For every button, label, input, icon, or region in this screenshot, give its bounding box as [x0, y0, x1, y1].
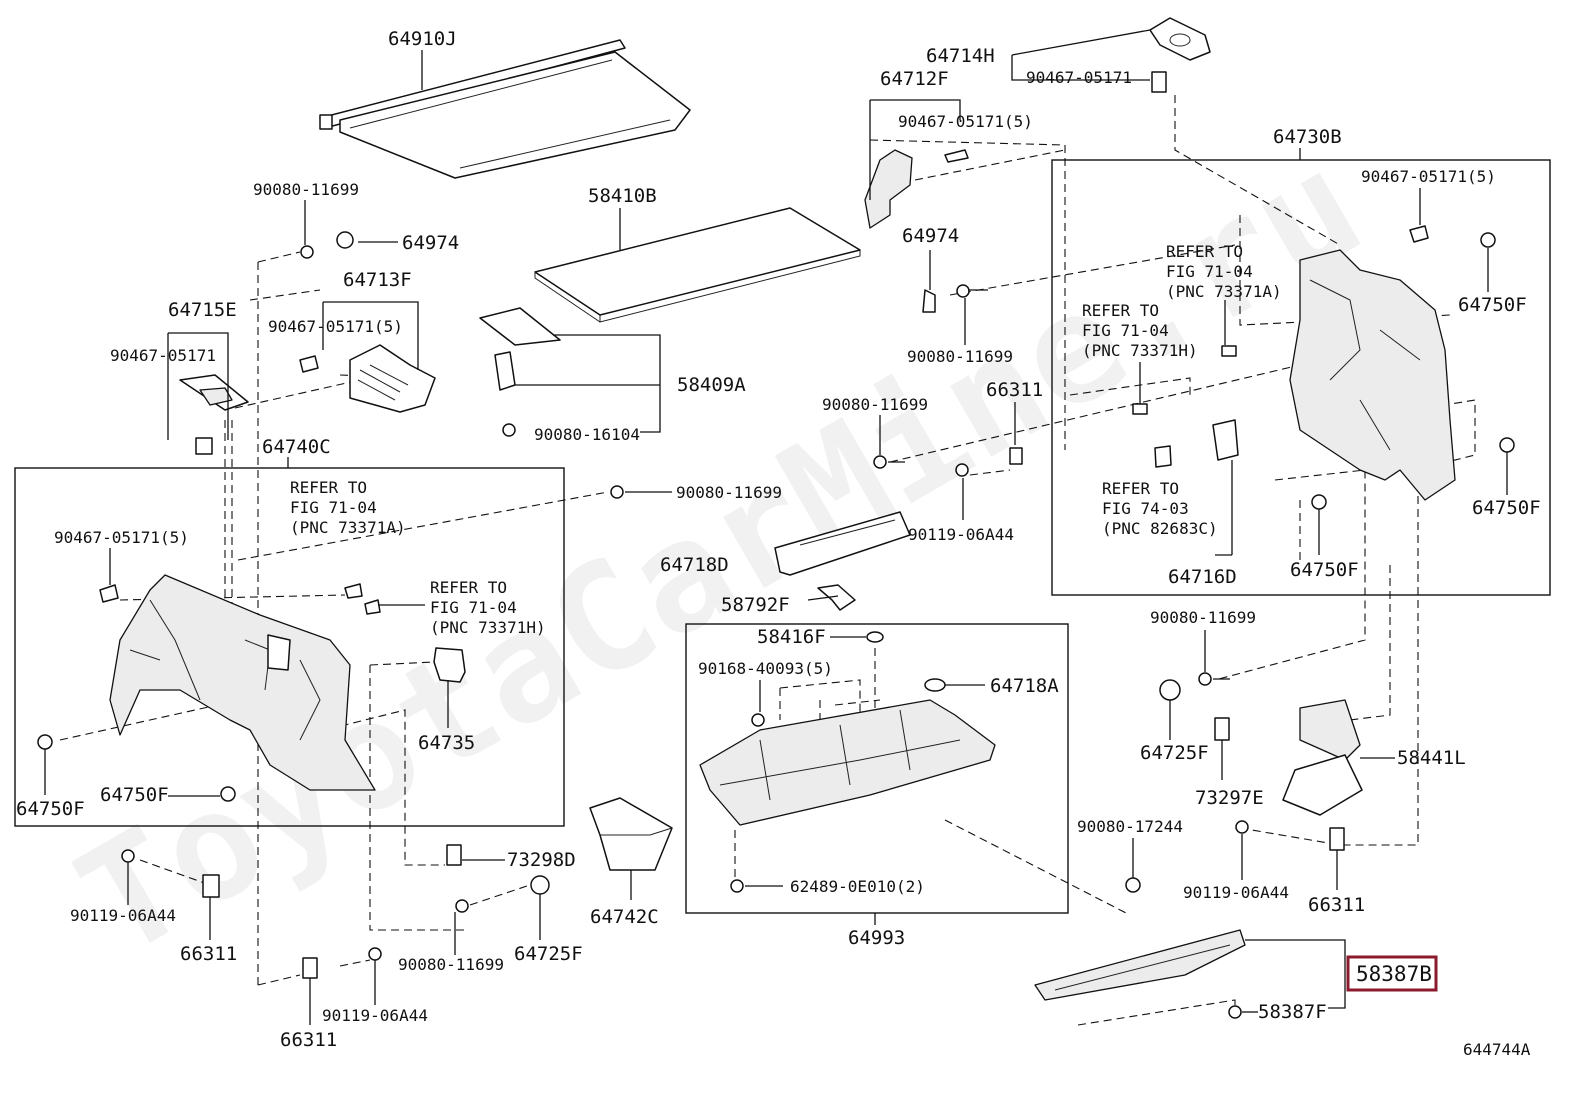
refer-b-line2: FIG 71-04: [430, 598, 517, 617]
label-58409A: 58409A: [677, 374, 746, 396]
label-90467-05171-a: 90467-05171: [110, 346, 216, 365]
label-90467-05171-5-c: 90467-05171(5): [898, 112, 1033, 131]
label-64713F: 64713F: [343, 269, 412, 291]
label-64725F-a: 64725F: [514, 943, 583, 965]
refer-c-line1: REFER TO: [1166, 242, 1243, 261]
duct-64718D: [774, 511, 911, 576]
refer-a-line3: (PNC 73371A): [290, 518, 406, 537]
refer-e-line2: FIG 74-03: [1102, 499, 1189, 518]
refer-a-line1: REFER TO: [290, 478, 367, 497]
fasteners: [37, 149, 1515, 1019]
label-58387F: 58387F: [1258, 1001, 1327, 1023]
tonneau-cover-64910J: [319, 39, 691, 179]
refer-d-line2: FIG 71-04: [1082, 321, 1169, 340]
label-64716D: 64716D: [1168, 566, 1237, 588]
label-64974-a: 64974: [402, 232, 459, 254]
label-90080-11699-d: 90080-11699: [907, 347, 1013, 366]
clip-58792F: [817, 584, 856, 611]
diagram-id: 644744A: [1463, 1040, 1531, 1059]
label-73298D: 73298D: [507, 849, 576, 871]
panel-64713F: [349, 344, 436, 413]
label-64714H: 64714H: [926, 45, 995, 67]
assembly-box-64730B: [1051, 159, 1551, 596]
label-90119-06A44-c: 90119-06A44: [908, 525, 1014, 544]
label-64974-b: 64974: [902, 225, 959, 247]
highlight-box-58387B: [1346, 955, 1438, 992]
side-trim-64740C: [109, 574, 376, 791]
label-64993: 64993: [848, 927, 905, 949]
refer-d-line3: (PNC 73371H): [1082, 341, 1198, 360]
scuff-plate-58387B: [1034, 929, 1246, 1001]
label-64910J: 64910J: [388, 28, 457, 50]
label-64712F: 64712F: [880, 68, 949, 90]
tray-64993: [699, 631, 996, 826]
label-90119-06A44-b: 90119-06A44: [322, 1006, 428, 1025]
label-90168-40093-5: 90168-40093(5): [698, 659, 833, 678]
label-64750F-a: 64750F: [16, 798, 85, 820]
label-58441L: 58441L: [1397, 747, 1466, 769]
label-64750F-d: 64750F: [1472, 497, 1541, 519]
label-90467-05171-b: 90467-05171: [1026, 68, 1132, 87]
assembly-box-64740C: [14, 467, 565, 827]
label-64718A: 64718A: [990, 675, 1059, 697]
label-64715E: 64715E: [168, 299, 237, 321]
label-90119-06A44-d: 90119-06A44: [1183, 883, 1289, 902]
label-66311-c: 66311: [986, 379, 1043, 401]
label-58416F: 58416F: [757, 626, 826, 648]
label-64750F-b: 64750F: [100, 784, 169, 806]
label-66311-b: 66311: [280, 1029, 337, 1051]
bracket-64735: [433, 647, 466, 683]
bracket-64715E: [179, 374, 249, 455]
dashed-guide-lines: [59, 95, 1476, 1026]
deck-board-58410B: [534, 207, 861, 323]
label-90467-05171-5-d: 90467-05171(5): [1361, 167, 1496, 186]
refer-b-line1: REFER TO: [430, 578, 507, 597]
refer-e-line3: (PNC 82683C): [1102, 519, 1218, 538]
label-64750F-c: 64750F: [1458, 294, 1527, 316]
refer-c-line3: (PNC 73371A): [1166, 282, 1282, 301]
bracket-64712F: [864, 149, 913, 229]
label-66311-a: 66311: [180, 943, 237, 965]
refer-a-line2: FIG 71-04: [290, 498, 377, 517]
refer-c-line2: FIG 71-04: [1166, 262, 1253, 281]
label-64735: 64735: [418, 732, 475, 754]
refer-d-line1: REFER TO: [1082, 301, 1159, 320]
label-64750F-e: 64750F: [1290, 559, 1359, 581]
label-90467-05171-5-a: 90467-05171(5): [268, 317, 403, 336]
label-90080-17244: 90080-17244: [1077, 817, 1183, 836]
cupholder-64714H: [1149, 17, 1211, 93]
label-90080-16104: 90080-16104: [534, 425, 640, 444]
label-90080-11699-b: 90080-11699: [676, 483, 782, 502]
side-trim-64730B: [1154, 249, 1456, 501]
label-90080-11699-e: 90080-11699: [822, 395, 928, 414]
refer-e-line1: REFER TO: [1102, 479, 1179, 498]
label-90080-11699-c: 90080-11699: [398, 955, 504, 974]
leader-lines: [44, 29, 1508, 1025]
storage-box-64742C: [589, 797, 673, 871]
label-90467-05171-5-b: 90467-05171(5): [54, 528, 189, 547]
label-90080-11699-f: 90080-11699: [1150, 608, 1256, 627]
label-64740C: 64740C: [262, 436, 331, 458]
label-58410B: 58410B: [588, 185, 657, 207]
vent-58441L: [1282, 699, 1363, 816]
label-66311-d: 66311: [1308, 894, 1365, 916]
label-64725F-b: 64725F: [1140, 742, 1209, 764]
assembly-box-64993: [685, 623, 1069, 914]
label-58792F: 58792F: [721, 594, 790, 616]
lid-58409A: [479, 307, 561, 391]
label-58387B-highlighted[interactable]: 58387B: [1356, 962, 1432, 986]
label-90080-11699-a: 90080-11699: [253, 180, 359, 199]
label-62489-0E010-2: 62489-0E010(2): [790, 877, 925, 896]
part-labels: 64910J 58410B 58409A 90080-16104 90080-1…: [16, 28, 1541, 1059]
label-64742C: 64742C: [590, 906, 659, 928]
label-64730B: 64730B: [1273, 126, 1342, 148]
label-90119-06A44-a: 90119-06A44: [70, 906, 176, 925]
label-64718D: 64718D: [660, 554, 729, 576]
label-73297E: 73297E: [1195, 787, 1264, 809]
refer-b-line3: (PNC 73371H): [430, 618, 546, 637]
